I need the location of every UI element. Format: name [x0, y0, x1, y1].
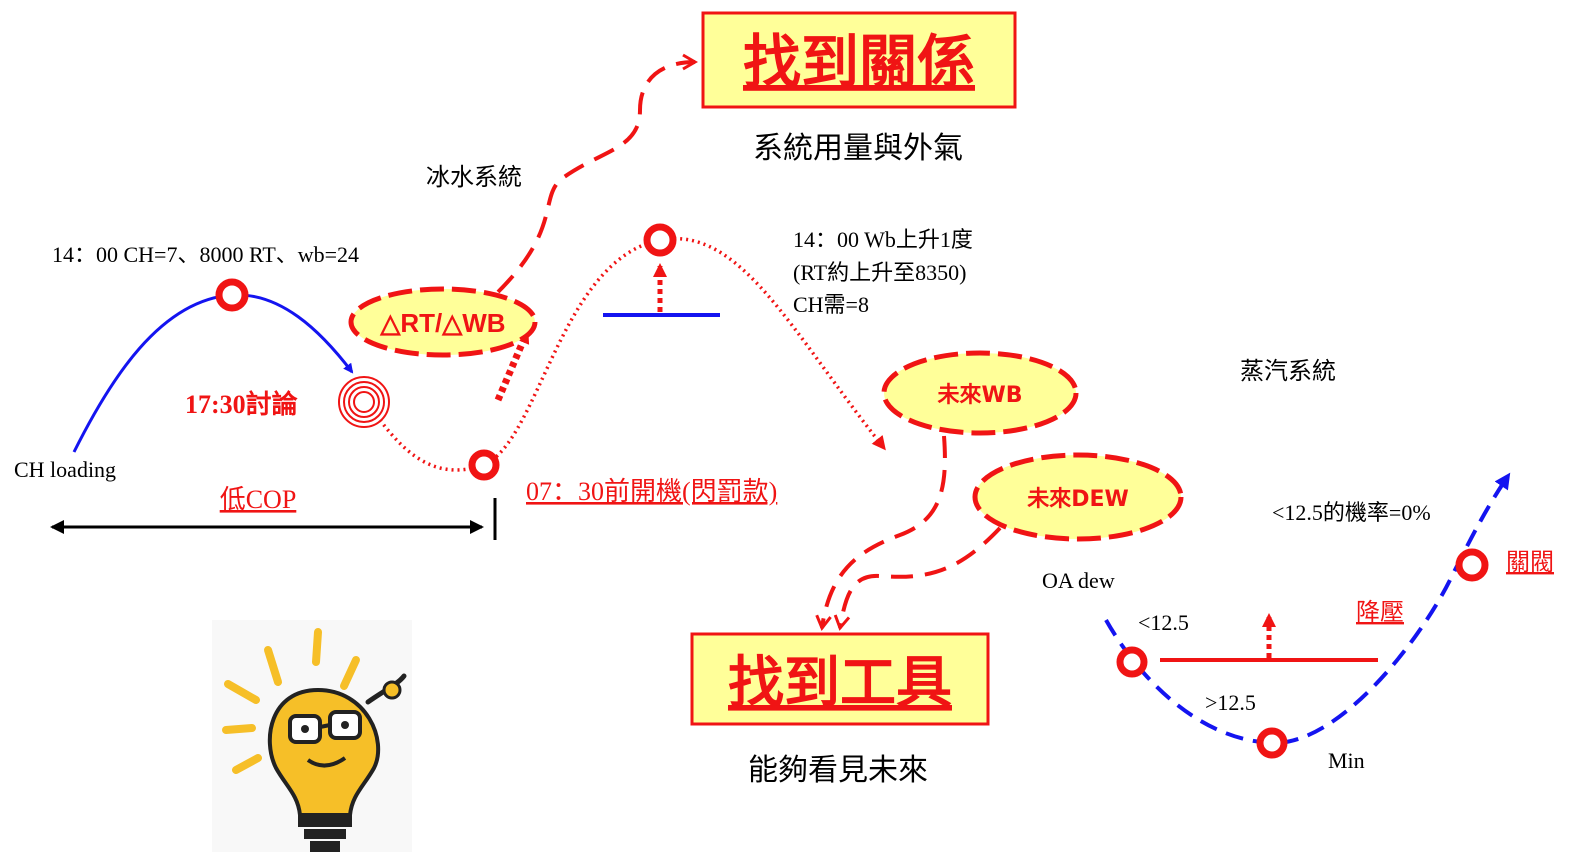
headline-top-text: 找到關係 [743, 28, 975, 96]
label-low-cop: 低COP [220, 485, 297, 514]
red-dotted-curve [378, 236, 886, 472]
ch-loading-curve [72, 293, 354, 453]
lightbulb-idea-icon [212, 620, 412, 852]
node-0730 [468, 449, 500, 481]
label-oa-dew: OA dew [1042, 568, 1115, 593]
ellipse-future-wb: 未來WB [881, 350, 1079, 436]
arrow-wb-to-tool [815, 435, 947, 631]
ellipse-rt-wb: △RT/△WB [348, 286, 538, 358]
label-probability: <12.5的機率=0% [1272, 500, 1431, 525]
arrow-to-rt-wb [494, 329, 531, 402]
ellipse-future-wb-text: 未來WB [937, 382, 1022, 408]
label-lt-12-5: <12.5 [1138, 610, 1189, 635]
headline-bottom-text: 找到工具 [728, 651, 952, 716]
headline-box-bottom: 找到工具 [690, 632, 990, 726]
node-close-valve [1455, 548, 1489, 582]
label-gt-12-5: >12.5 [1205, 690, 1256, 715]
steam-dew-curve [1104, 472, 1511, 746]
node-peak-1400 [215, 278, 249, 312]
ellipse-future-dew-text: 未來DEW [1027, 486, 1129, 512]
label-ch-loading: CH loading [14, 457, 116, 482]
ellipse-rt-wb-text: △RT/△WB [379, 308, 505, 338]
headline-box-top: 找到關係 [701, 11, 1017, 109]
annotation-ch-status: 14：00 CH=7、8000 RT、wb=24 [52, 242, 359, 267]
caption-bottom: 能夠看見未來 [748, 753, 928, 788]
label-close-valve: 關閥 [1506, 548, 1554, 576]
annotation-wb-rise-3: CH需=8 [793, 292, 869, 317]
arrow-to-find-relationship [496, 53, 698, 294]
annotation-wb-rise-1: 14：00 Wb上升1度 [793, 227, 973, 252]
target-discussion-icon [338, 376, 390, 428]
label-reduce-pressure: 降壓 [1356, 598, 1404, 626]
annotation-wb-rise-2: (RT約上升至8350) [793, 260, 966, 285]
label-steam-system: 蒸汽系統 [1240, 357, 1336, 385]
label-min: Min [1328, 748, 1365, 773]
node-lt-12-5 [1116, 646, 1148, 678]
label-discussion: 17:30討論 [185, 389, 299, 419]
ellipse-future-dew: 未來DEW [972, 452, 1184, 542]
label-chilled-water-system: 冰水系統 [426, 163, 522, 191]
label-start-before-0730: 07：30前開機(閃罰款) [526, 477, 777, 506]
node-peak-wb-rise [643, 223, 677, 257]
arrow-dew-to-tool [833, 526, 1002, 631]
caption-top: 系統用量與外氣 [753, 131, 963, 166]
node-min [1256, 727, 1288, 759]
